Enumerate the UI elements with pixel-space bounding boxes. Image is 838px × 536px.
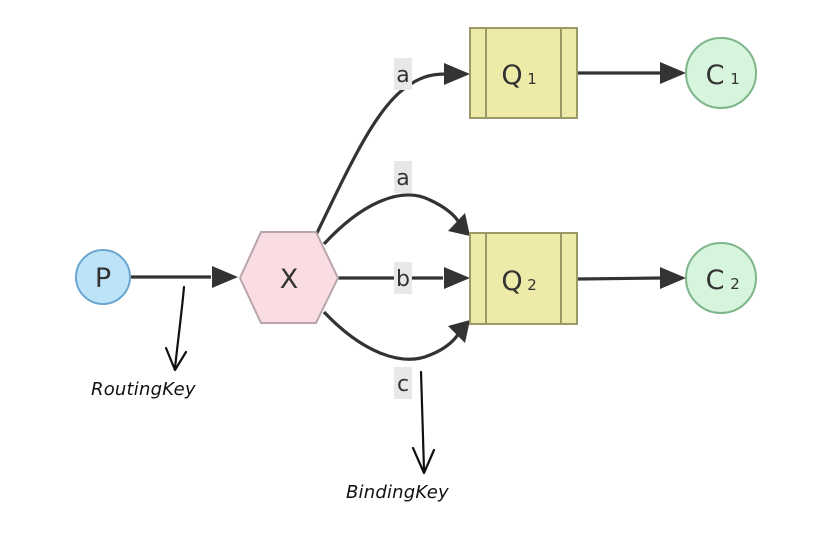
binding-key-annotation: BindingKey [346, 370, 449, 503]
consumer-2-subscript: 2 [730, 275, 740, 293]
edge-label-q2-b-text: b [396, 267, 410, 292]
consumer-1-subscript: 1 [730, 70, 740, 88]
exchange-label: X [280, 264, 299, 295]
edge-label-q2-c-text: c [397, 372, 409, 397]
consumer-2-node: C 2 [685, 242, 757, 314]
routing-key-arrow [173, 285, 186, 370]
queue-1-subscript: 1 [527, 70, 537, 88]
edge-label-q1-a: a [394, 58, 412, 90]
producer-label: P [95, 263, 111, 294]
arrowhead-p-x [212, 266, 238, 288]
edge-label-q2-a: a [394, 161, 412, 193]
edge-x-to-q1 [314, 72, 446, 236]
edge-label-q2-b: b [394, 262, 412, 294]
edge-label-q2-a-text: a [396, 166, 409, 191]
queue-2-node: Q 2 [469, 232, 578, 325]
arrowhead-x-q2-c [448, 320, 470, 343]
queue-1-label: Q [501, 60, 522, 91]
edge-label-q1-a-text: a [396, 63, 409, 88]
routing-key-annotation: RoutingKey [91, 285, 196, 400]
routing-key-arrowhead [164, 346, 188, 372]
arrowhead-x-q2-a [448, 213, 470, 236]
routing-key-text: RoutingKey [91, 379, 196, 400]
consumer-1-label: C [706, 60, 725, 91]
consumer-2-label: C [706, 265, 725, 296]
binding-key-arrowhead [411, 446, 436, 475]
producer-node: P [75, 249, 131, 305]
exchange-node: X [238, 231, 340, 324]
queue-2-label: Q [501, 266, 522, 297]
arrowhead-x-q1 [444, 63, 470, 85]
consumer-1-node: C 1 [685, 37, 757, 109]
arrowhead-x-q2-b [444, 267, 470, 289]
binding-key-arrow [419, 370, 426, 472]
edge-x-to-q2-c [322, 310, 461, 361]
edge-label-q2-c: c [394, 367, 412, 399]
binding-key-text: BindingKey [346, 482, 449, 503]
edge-x-to-q2-a [322, 193, 462, 246]
arrowhead-q2-c2 [660, 267, 686, 289]
edge-q2-to-c2 [577, 276, 662, 281]
queue-2-subscript: 2 [527, 276, 537, 294]
arrowhead-q1-c1 [660, 62, 686, 84]
queue-1-node: Q 1 [469, 27, 578, 119]
